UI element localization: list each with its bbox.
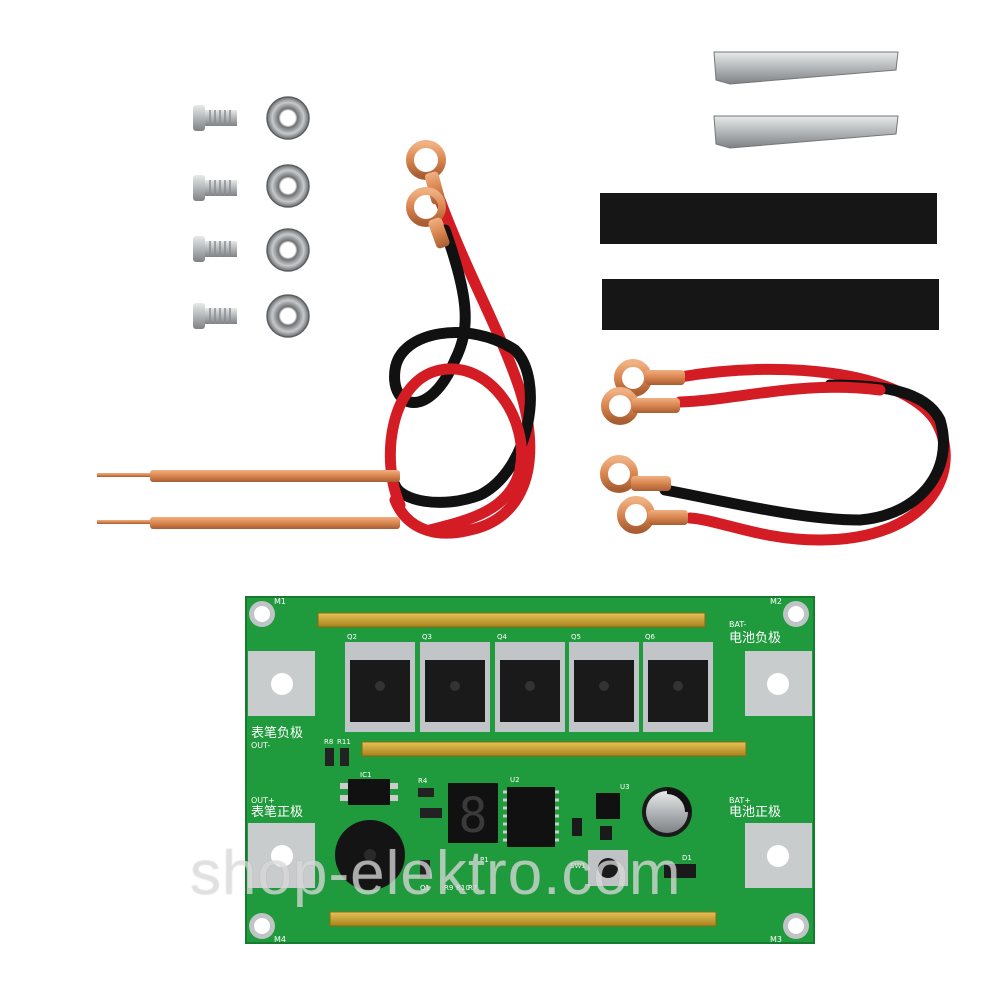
welding-pen-cables (384, 140, 536, 539)
out-pos-label: OUT+ (251, 796, 275, 805)
nickel-clip (713, 115, 899, 149)
nut (266, 228, 310, 272)
r10-label: R10 (456, 884, 470, 892)
mosfet: Q2 (345, 633, 415, 732)
nut (266, 164, 310, 208)
electrolytic-capacitor (642, 787, 692, 837)
buzzer (335, 820, 405, 890)
mosfet-label: Q6 (645, 633, 656, 641)
velcro-strip (600, 193, 937, 244)
nut (266, 294, 310, 338)
bat-neg-label-cn: 电池负极 (729, 631, 781, 646)
out-pos-label-cn: 表笔正极 (251, 804, 303, 820)
mosfet: Q3 (420, 633, 490, 732)
sw1-label: SW1 (570, 862, 586, 870)
display-digit: 8 (459, 788, 488, 844)
mounting-holes (249, 601, 809, 939)
ic1-chip: IC1 (340, 771, 398, 805)
r7-label: R7 (468, 884, 477, 892)
screw (193, 303, 237, 329)
mosfet: Q6 (643, 633, 713, 732)
u2-label: U2 (510, 776, 520, 784)
mosfet-label: Q4 (497, 633, 508, 641)
velcro-strips (600, 193, 939, 330)
seven-segment-display: 8 (448, 783, 498, 844)
mount-label-m3: M3 (770, 935, 782, 944)
mosfet-label: Q2 (347, 633, 357, 641)
mount-label-m4: M4 (274, 935, 286, 944)
bat-neg-label: BAT- (729, 620, 746, 629)
mosfet-label: Q5 (571, 633, 581, 641)
copper-welding-pens (97, 470, 400, 529)
q1-label: Q1 (420, 884, 430, 892)
r4-label: R4 (418, 777, 428, 785)
screw (193, 175, 237, 201)
r11-label: R11 (337, 738, 351, 746)
r8-label: R8 (324, 738, 333, 746)
p1-label: P1 (480, 856, 489, 864)
u3-label: U3 (620, 783, 630, 791)
velcro-strip (602, 279, 939, 330)
screw (193, 105, 237, 131)
mosfet-label: Q3 (422, 633, 432, 641)
battery-cables (600, 359, 951, 546)
push-switch: SW1 (570, 850, 628, 886)
mosfet: Q5 (569, 633, 639, 732)
mosfet: Q4 (495, 633, 565, 732)
bat-pos-label: BAT+ (729, 796, 751, 805)
out-neg-label: OUT- (251, 741, 270, 750)
mosfet-row: Q2 Q3 Q4 Q5 (345, 633, 713, 732)
out-neg-label-cn: 表笔负极 (251, 725, 303, 741)
bat-pos-label-cn: 电池正极 (729, 805, 781, 820)
ic1-label: IC1 (360, 771, 371, 779)
mount-label-m2: M2 (770, 597, 782, 606)
r9-label: R9 (444, 884, 453, 892)
d1-label: D1 (682, 854, 692, 862)
screw (193, 236, 237, 262)
nut (266, 96, 310, 140)
pcb-board: M1 M2 M3 M4 Q2 (245, 596, 815, 944)
nickel-clip (713, 51, 899, 85)
nickel-clips (713, 51, 899, 149)
gold-bus-bars (317, 612, 747, 927)
mount-label-m1: M1 (274, 597, 286, 606)
terminal-pads (248, 651, 812, 888)
u2-chip: U2 (503, 776, 559, 847)
screws-and-nuts (193, 96, 310, 338)
